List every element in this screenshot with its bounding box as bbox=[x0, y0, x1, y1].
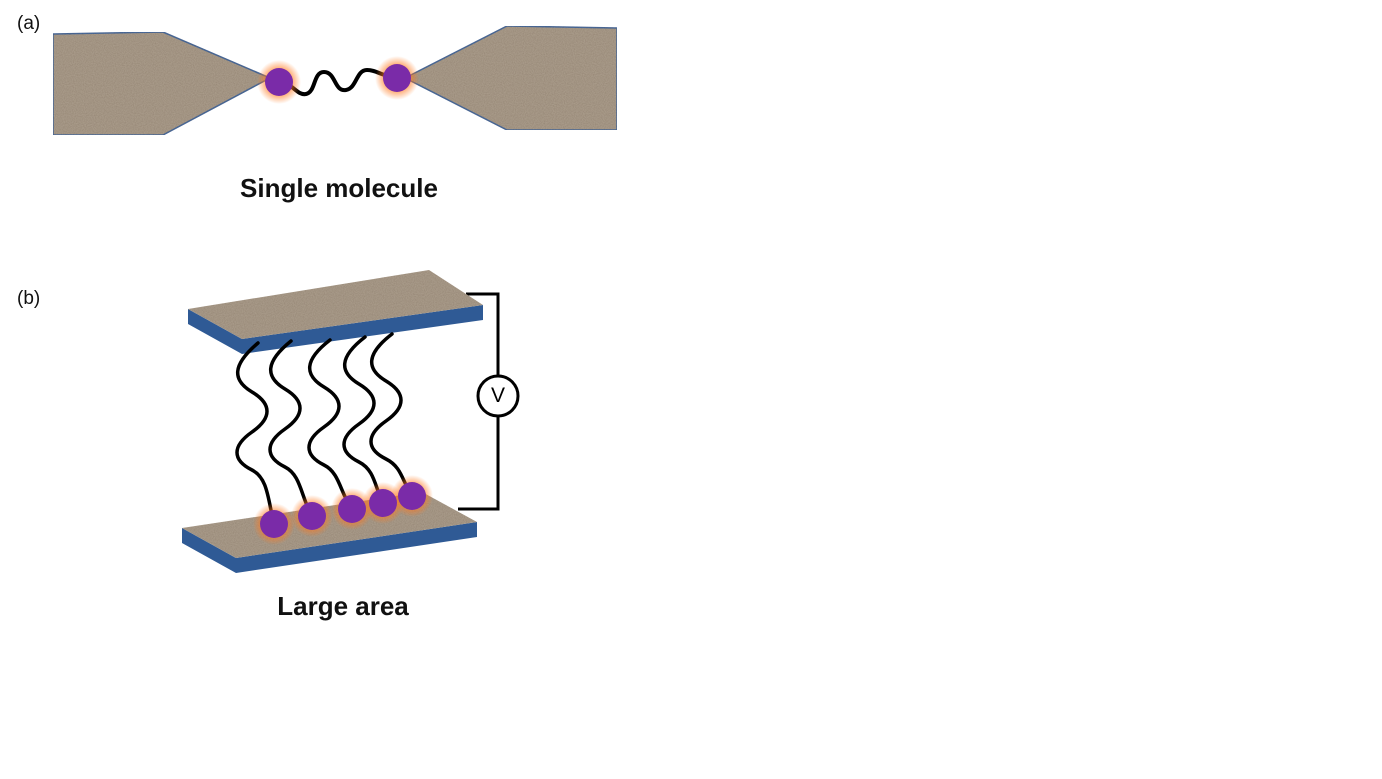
anchor-atom bbox=[265, 68, 293, 96]
top-electrode-side bbox=[188, 305, 483, 354]
left-electrode bbox=[52, 31, 272, 136]
molecule-chain bbox=[342, 335, 385, 505]
molecule-chain bbox=[268, 339, 314, 518]
single-molecule-caption: Single molecule bbox=[240, 173, 438, 203]
single-molecule-junction bbox=[52, 25, 618, 136]
anchor-atom bbox=[383, 64, 411, 92]
circuit-wire bbox=[466, 292, 500, 378]
top-electrode-surface bbox=[188, 270, 483, 339]
molecule-wire bbox=[277, 67, 399, 97]
molecule-chain bbox=[235, 341, 276, 526]
voltmeter-symbol: V bbox=[490, 384, 505, 407]
large-area-junction bbox=[182, 270, 520, 573]
anchor-atom bbox=[398, 482, 426, 510]
circuit-wire bbox=[458, 414, 500, 511]
anchor-atom bbox=[260, 510, 288, 538]
anchor-atom bbox=[369, 489, 397, 517]
molecule-chain bbox=[369, 332, 414, 498]
anchor-atom bbox=[298, 502, 326, 530]
molecule-chain bbox=[307, 338, 354, 511]
right-electrode bbox=[403, 25, 618, 131]
panel-b-label: (b) bbox=[17, 288, 41, 309]
bottom-electrode-side bbox=[182, 522, 477, 573]
voltmeter bbox=[476, 374, 520, 418]
anchor-atom bbox=[338, 495, 366, 523]
panel-a-label: (a) bbox=[17, 13, 41, 34]
large-area-caption: Large area bbox=[277, 591, 409, 621]
